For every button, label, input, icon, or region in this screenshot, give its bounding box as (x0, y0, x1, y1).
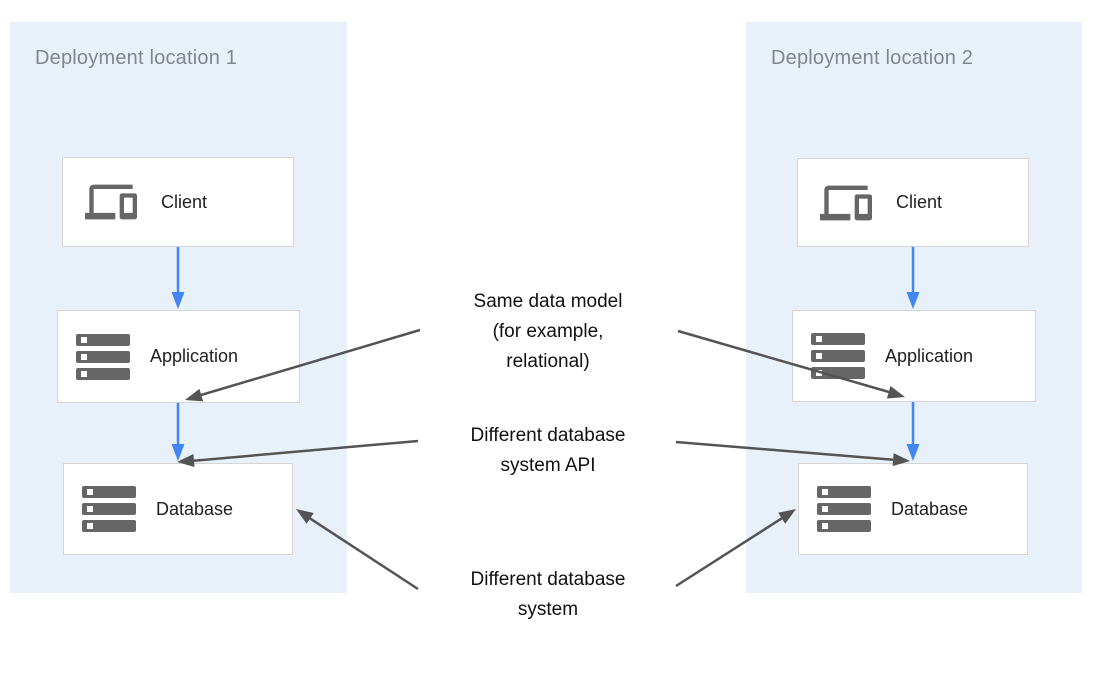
server-bar (817, 520, 871, 532)
annotation-same-data-model: Same data model (for example, relational… (473, 291, 623, 372)
server-bar (817, 486, 871, 498)
left-application-box: Application (57, 310, 300, 403)
right-database-box: Database (798, 463, 1028, 555)
server-bar (76, 367, 130, 380)
server-bar (82, 520, 136, 532)
application-server-icon (811, 333, 865, 379)
left-client-box: Client (62, 157, 294, 247)
left-client-label: Client (161, 191, 208, 212)
server-bar (811, 333, 865, 345)
server-bar (817, 503, 871, 515)
server-bar (811, 367, 865, 379)
left-database-label: Database (156, 498, 234, 519)
server-bar (82, 486, 136, 498)
server-bar (76, 350, 130, 363)
client-devices-icon (85, 184, 137, 220)
client-devices-icon (820, 185, 872, 220)
server-bar (76, 333, 130, 346)
annotation-different-database-system: Different database system (470, 569, 626, 620)
server-bar (82, 503, 136, 515)
left-database-box: Database (63, 463, 293, 555)
annotation-different-database-system-api: Different database system API (470, 425, 626, 476)
right-client-label: Client (896, 192, 943, 212)
left-application-label: Application (150, 346, 239, 366)
right-client-box: Client (797, 158, 1029, 247)
database-server-icon (817, 486, 871, 532)
right-application-box: Application (792, 310, 1036, 402)
right-database-label: Database (891, 498, 969, 519)
deployment-location-2-title: Deployment location 2 (771, 47, 974, 69)
application-server-icon (76, 333, 130, 380)
server-bar (811, 350, 865, 362)
deployment-location-1-title: Deployment location 1 (35, 47, 238, 69)
right-application-label: Application (885, 345, 974, 366)
database-server-icon (82, 486, 136, 532)
